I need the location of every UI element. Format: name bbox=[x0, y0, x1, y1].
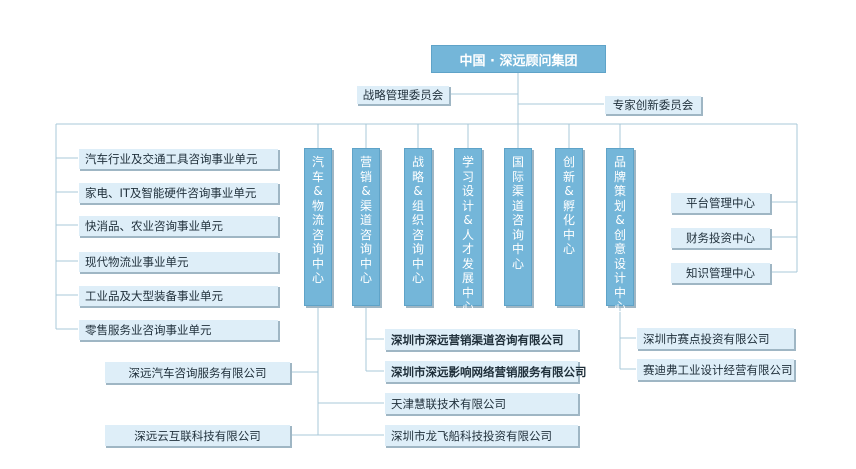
center-brand-design-label: 品牌策划&创意设计中心 bbox=[613, 155, 626, 314]
center-marketing-channel: 营销&渠道咨询中心 bbox=[352, 148, 380, 306]
center-auto-logistics: 汽车&物流咨询中心 bbox=[304, 148, 332, 306]
business-unit-logistics: 现代物流业事业单元 bbox=[78, 251, 278, 272]
company-network-marketing: 深圳市深远影响网络营销服务有限公司 bbox=[384, 360, 587, 382]
business-unit-fmcg-agri: 快消品、农业咨询事业单元 bbox=[78, 215, 278, 236]
company-longfeichuan: 深圳市龙飞船科技投资有限公司 bbox=[384, 424, 578, 446]
platform-management-center: 平台管理中心 bbox=[670, 192, 770, 213]
center-learning-talent-label: 学习设计&人才发展中心 bbox=[461, 155, 474, 314]
company-tianjin-huilian: 天津慧联技术有限公司 bbox=[384, 392, 578, 414]
company-shenyuan-cloud: 深远云互联科技有限公司 bbox=[104, 424, 290, 446]
center-learning-talent: 学习设计&人才发展中心 bbox=[454, 148, 482, 314]
center-innovation-incubation-label: 创新&孵化中心 bbox=[562, 155, 575, 256]
center-international-channel-label: 国际渠道咨询中心 bbox=[511, 155, 524, 271]
business-unit-industrial: 工业品及大型装备事业单元 bbox=[78, 285, 278, 306]
center-brand-design: 品牌策划&创意设计中心 bbox=[606, 148, 634, 314]
company-marketing-channel: 深圳市深远营销渠道咨询有限公司 bbox=[384, 328, 578, 350]
center-auto-logistics-label: 汽车&物流咨询中心 bbox=[311, 155, 324, 285]
center-innovation-incubation: 创新&孵化中心 bbox=[555, 148, 583, 306]
business-unit-auto: 汽车行业及交通工具咨询事业单元 bbox=[78, 148, 278, 169]
company-shenyuan-auto: 深远汽车咨询服务有限公司 bbox=[104, 361, 290, 383]
company-saidian-investment: 深圳市赛点投资有限公司 bbox=[636, 327, 794, 349]
knowledge-management-center: 知识管理中心 bbox=[670, 262, 770, 283]
center-strategy-organization-label: 战略&组织咨询中心 bbox=[411, 155, 424, 285]
center-strategy-organization: 战略&组织咨询中心 bbox=[404, 148, 432, 306]
group-root-node: 中国 · 深远顾问集团 bbox=[431, 45, 606, 73]
strategy-committee-node: 战略管理委员会 bbox=[356, 85, 449, 104]
expert-committee-node: 专家创新委员会 bbox=[604, 95, 701, 114]
finance-investment-center: 财务投资中心 bbox=[670, 227, 770, 248]
center-international-channel: 国际渠道咨询中心 bbox=[504, 148, 532, 306]
business-unit-retail: 零售服务业咨询事业单元 bbox=[78, 319, 278, 340]
center-marketing-channel-label: 营销&渠道咨询中心 bbox=[359, 155, 372, 285]
company-saidifu-design: 赛迪弗工业设计经营有限公司 bbox=[636, 358, 794, 380]
business-unit-appliance-it: 家电、IT及智能硬件咨询事业单元 bbox=[78, 182, 278, 203]
